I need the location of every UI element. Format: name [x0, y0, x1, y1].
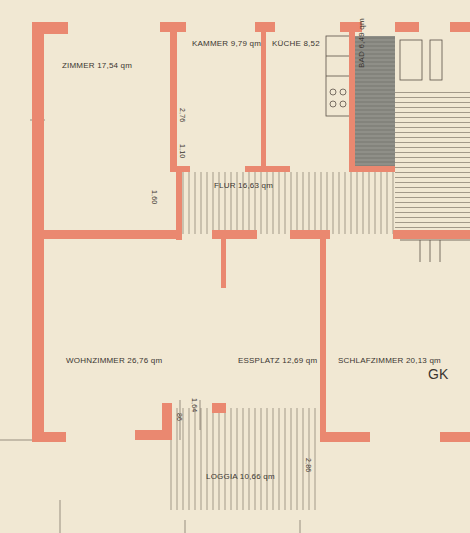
hall-floor	[180, 172, 395, 234]
kitchen-fittings	[326, 36, 470, 262]
stair-floor	[395, 88, 470, 234]
dimension: 86	[176, 413, 183, 421]
dimension: 2,76	[179, 108, 186, 122]
room-label: KÜCHE 8,52	[272, 40, 320, 48]
dimension: 1,60	[151, 190, 158, 204]
dimension: 1,64	[191, 398, 198, 412]
loggia-floor	[170, 408, 320, 510]
walls	[32, 22, 470, 442]
room-label: ESSPLATZ 12,69 qm	[238, 357, 317, 365]
room-label: BAD 6,49 qm	[358, 18, 366, 68]
room-label: KAMMER 9,79 qm	[192, 40, 261, 48]
room-label: WOHNZIMMER 26,76 qm	[66, 357, 162, 365]
dimension: 1,10	[179, 144, 186, 158]
room-label: SCHLAFZIMMER 20,13 qm	[338, 357, 441, 365]
signature: GK	[428, 367, 449, 381]
thin-lines	[0, 120, 300, 533]
room-label: ZIMMER 17,54 qm	[62, 62, 132, 70]
dimension: 2,86	[305, 458, 312, 472]
room-label: FLUR 16,63 qm	[214, 182, 273, 190]
room-label: LOGGIA 10,66 qm	[206, 473, 275, 481]
